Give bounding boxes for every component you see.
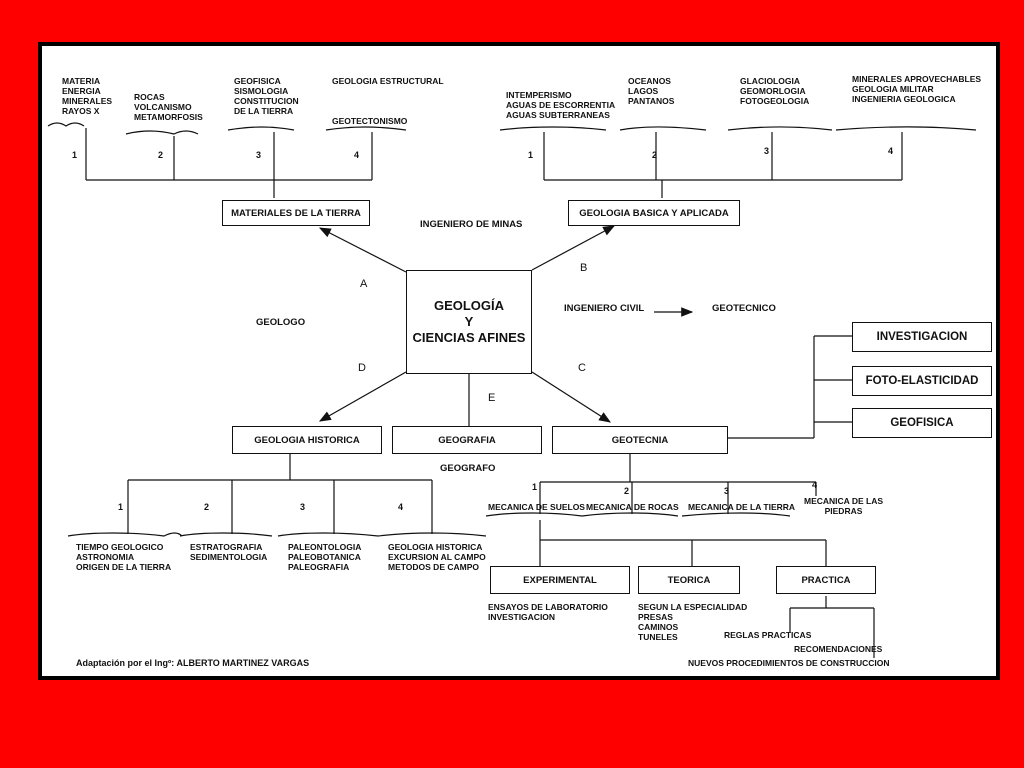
geotecnia-text-2: MECANICA DE ROCAS (586, 502, 679, 512)
historica-num-2: 2 (204, 502, 210, 512)
letter-a: A (360, 278, 368, 290)
center-box: GEOLOGÍA Y CIENCIAS AFINES (406, 270, 532, 374)
letter-c: C (578, 362, 586, 374)
brace-left-3 (227, 126, 295, 131)
top-right-num-4: 4 (888, 146, 894, 156)
geografo-label: GEOGRAFO (440, 463, 496, 474)
geotecnia-num-2: 2 (624, 486, 630, 496)
practica-recomendaciones: RECOMENDACIONES (794, 644, 883, 654)
top-right-text-4: MINERALES APROVECHABLES GEOLOGIA MILITAR… (852, 74, 982, 104)
historica-text-1: TIEMPO GEOLOGICO ASTRONOMIA ORIGEN DE LA… (76, 542, 172, 572)
top-left-text-1: MATERIA ENERGIA MINERALES RAYOS X (62, 76, 113, 116)
top-right-num-3: 3 (764, 146, 770, 156)
geotecnia-text-4: MECANICA DE LAS PIEDRAS (804, 496, 884, 516)
top-left-text-4: GEOLOGIA ESTRUCTURAL GEOTECTONISMO (332, 76, 444, 126)
top-left-num-4: 4 (354, 150, 360, 160)
geografia-box: GEOGRAFIA (392, 426, 542, 454)
historica-text-4: GEOLOGIA HISTORICA EXCURSION AL CAMPO ME… (388, 542, 486, 572)
practica-box: PRACTICA (776, 566, 876, 594)
brace-left-1 (47, 122, 85, 127)
geotecnia-num-3: 3 (724, 486, 730, 496)
top-right-text-3: GLACIOLOGIA GEOMORLOGIA FOTOGEOLOGIA (740, 76, 810, 106)
historica-num-3: 3 (300, 502, 306, 512)
geotecnia-box: GEOTECNIA (552, 426, 728, 454)
geotecnia-num-4: 4 (812, 480, 818, 490)
experimental-box: EXPERIMENTAL (490, 566, 630, 594)
practica-nuevos: NUEVOS PROCEDIMIENTOS DE CONSTRUCCION (688, 658, 890, 668)
top-left-text-2: ROCAS VOLCANISMO METAMORFOSIS (134, 92, 203, 122)
brace-left-2 (125, 130, 199, 135)
teorica-box: TEORICA (638, 566, 740, 594)
geotecnico-label: GEOTECNICO (712, 303, 776, 314)
top-right-text-2: OCEANOS LAGOS PANTANOS (628, 76, 675, 106)
letter-d: D (358, 362, 366, 374)
credit-text: Adaptación por el Ingº: ALBERTO MARTINEZ… (76, 658, 310, 668)
brace-left-4 (325, 126, 407, 131)
geotecnia-text-1: MECANICA DE SUELOS (488, 502, 585, 512)
materiales-box: MATERIALES DE LA TIERRA (222, 200, 370, 226)
top-right-num-1: 1 (528, 150, 534, 160)
top-left-num-2: 2 (158, 150, 164, 160)
geofisica-box: GEOFISICA (852, 408, 992, 438)
geologo-label: GEOLOGO (256, 317, 306, 328)
diagram-panel: MATERIA ENERGIA MINERALES RAYOS X 1 ROCA… (38, 42, 1000, 680)
geotecnia-num-1: 1 (532, 482, 538, 492)
top-right-text-1: INTEMPERISMO AGUAS DE ESCORRENTIA AGUAS … (506, 90, 616, 120)
foto-elasticidad-box: FOTO-ELASTICIDAD (852, 366, 992, 396)
geotecnia-text-3: MECANICA DE LA TIERRA (688, 502, 796, 512)
historica-box: GEOLOGIA HISTORICA (232, 426, 382, 454)
practica-reglas: REGLAS PRACTICAS (724, 630, 812, 640)
top-left-text-3: GEOFISICA SISMOLOGIA CONSTITUCION DE LA … (234, 76, 299, 116)
top-left-num-1: 1 (72, 150, 78, 160)
letter-b: B (580, 262, 588, 274)
diagram-lines (47, 122, 977, 658)
top-left-num-3: 3 (256, 150, 262, 160)
historica-num-1: 1 (118, 502, 124, 512)
teorica-notes: SEGUN LA ESPECIALIDAD PRESAS CAMINOS TUN… (638, 602, 748, 642)
historica-num-4: 4 (398, 502, 404, 512)
letter-e: E (488, 392, 496, 404)
basica-box: GEOLOGIA BASICA Y APLICADA (568, 200, 740, 226)
experimental-notes: ENSAYOS DE LABORATORIO INVESTIGACION (488, 602, 608, 622)
ingeniero-civil-label: INGENIERO CIVIL (564, 303, 645, 314)
historica-text-2: ESTRATOGRAFIA SEDIMENTOLOGIA (190, 542, 268, 562)
ingeniero-minas-label: INGENIERO DE MINAS (420, 219, 523, 230)
top-right-num-2: 2 (652, 150, 658, 160)
historica-text-3: PALEONTOLOGIA PALEOBOTANICA PALEOGRAFIA (288, 542, 362, 572)
investigacion-box: INVESTIGACION (852, 322, 992, 352)
